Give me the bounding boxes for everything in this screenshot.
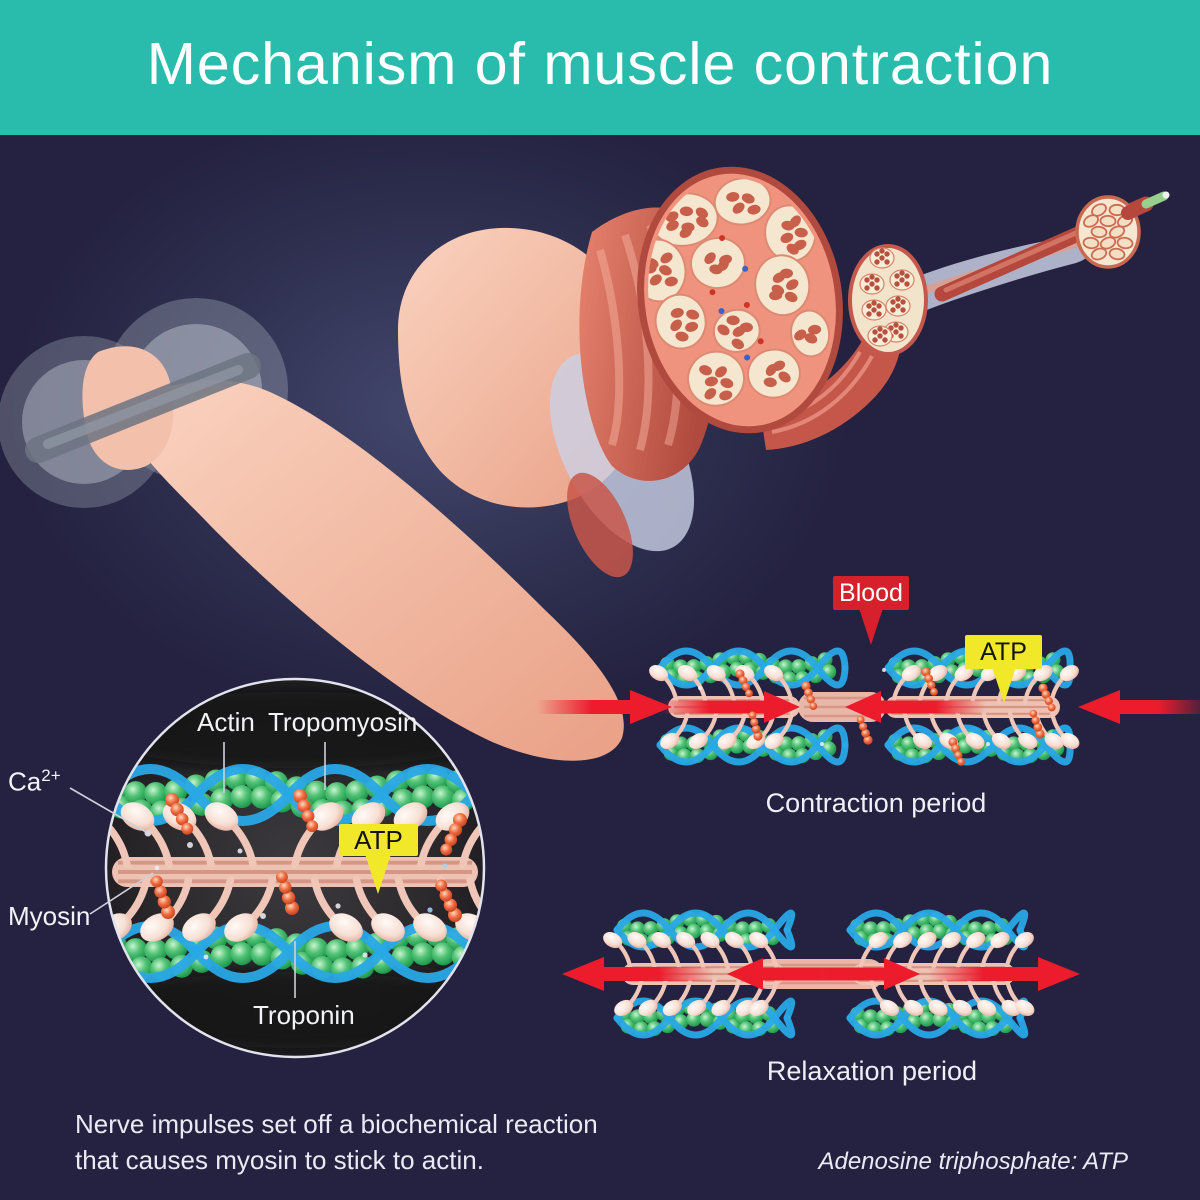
dumbbell-bar	[25, 353, 261, 463]
tendon-tail	[567, 472, 633, 578]
footer-note-line2: that causes myosin to stick to actin.	[75, 1145, 484, 1175]
page-title: Mechanism of muscle contraction	[146, 30, 1054, 97]
atp-pointer-contraction	[992, 667, 1016, 703]
atp-abbreviation: Adenosine triphosphate: ATP	[818, 1148, 1128, 1175]
contraction-caption: Contraction period	[765, 788, 987, 818]
footer-note: Nerve impulses set off a biochemical rea…	[75, 1106, 598, 1178]
footer-note-line1: Nerve impulses set off a biochemical rea…	[75, 1109, 598, 1139]
atp-pointer-inset	[365, 854, 391, 894]
blood-pointer	[859, 608, 883, 645]
ca-ion-dot	[144, 829, 152, 837]
atp-tag-inset: ATP	[339, 824, 418, 856]
fiber-cross-section	[848, 244, 928, 356]
relaxation-caption: Relaxation period	[766, 1056, 978, 1086]
sarcomere-inset	[104, 677, 486, 1059]
relaxation-diagram	[562, 909, 1080, 1039]
atp-tag-contraction: ATP	[965, 635, 1042, 669]
actin-label: Actin	[197, 707, 255, 737]
blood-tag: Blood	[833, 576, 909, 610]
tropomyosin-label: Tropomyosin	[268, 707, 418, 737]
myosin-label: Myosin	[8, 901, 91, 931]
forearm	[129, 380, 624, 761]
muscle-cross-section	[630, 166, 843, 434]
nerve-ending	[1141, 191, 1169, 209]
calcium-ion-label: Ca2+	[8, 766, 61, 797]
muscle-anatomy	[549, 166, 1170, 578]
annotation-lines	[69, 742, 326, 998]
contraction-diagram	[537, 645, 1200, 766]
header-bar: Mechanism of muscle contraction	[0, 0, 1200, 135]
troponin-label: Troponin	[253, 1000, 355, 1030]
